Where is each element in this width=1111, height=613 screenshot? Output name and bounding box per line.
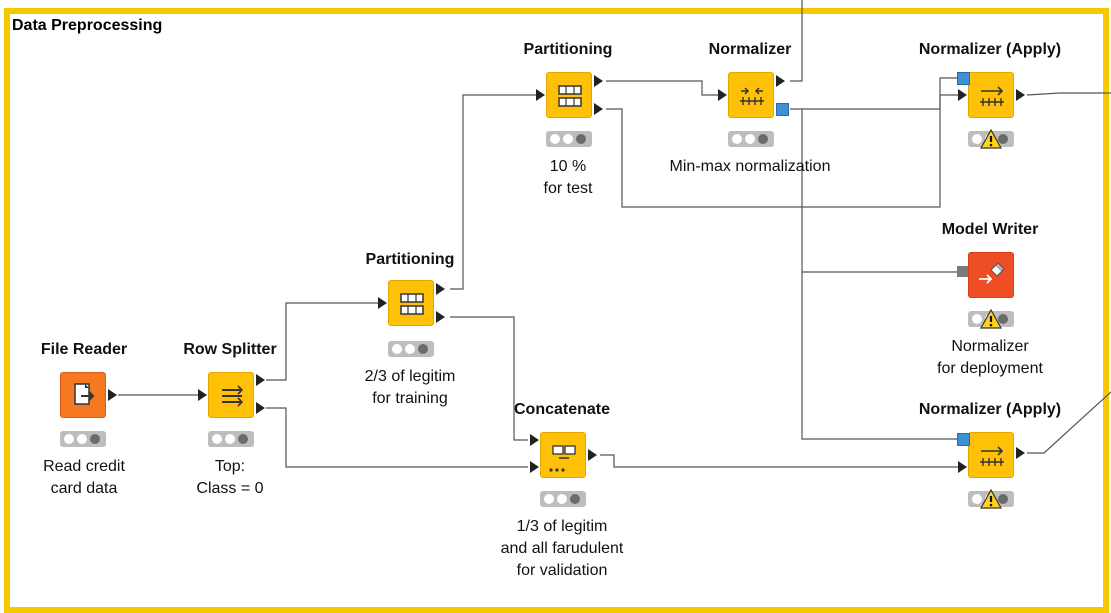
row-splitter-icon[interactable] [208, 372, 254, 418]
node-description: 1/3 of legitim and all farudulent for va… [462, 516, 662, 582]
node-file-reader[interactable]: File Reader Read credit card data [0, 0, 184, 497]
connection-rowsplitter-partitioning1 [266, 302, 378, 381]
output-port-top[interactable] [436, 283, 445, 295]
status-traffic-light [540, 491, 586, 507]
file-reader-icon[interactable] [60, 372, 106, 418]
status-traffic-light [208, 431, 254, 447]
node-title: Normalizer (Apply) [918, 401, 1062, 418]
input-port[interactable] [378, 297, 387, 309]
input-port-top[interactable] [530, 434, 539, 446]
node-normalizer-apply-test[interactable]: Normalizer (Apply) [890, 0, 1090, 149]
connection-partitioning1-partitioning2 [450, 94, 536, 290]
node-title: Partitioning [365, 251, 455, 268]
connection-rowsplitter-concatenate [266, 407, 528, 468]
input-port-bottom[interactable] [530, 461, 539, 473]
output-port[interactable] [108, 389, 117, 401]
description-line: 1/3 of legitim [516, 518, 608, 535]
description-line: 2/3 of legitim [364, 368, 456, 385]
input-port[interactable] [198, 389, 207, 401]
connection-partitioning2-normalizerapply1 [606, 94, 958, 208]
node-title: Concatenate [513, 401, 611, 418]
normalizer-icon[interactable] [728, 72, 774, 118]
annotation-title: Data Preprocessing [12, 17, 163, 34]
status-traffic-light [546, 131, 592, 147]
normalizer-apply-icon[interactable] [968, 432, 1014, 478]
node-description: Min-max normalization [650, 156, 850, 178]
node-title: Partitioning [523, 41, 613, 58]
input-port-model[interactable] [957, 266, 968, 277]
input-port-model[interactable] [957, 72, 970, 85]
node-row-splitter[interactable]: Row Splitter Top: Class = 0 [130, 0, 330, 497]
connection-normalizerapply1-offscreen [1026, 92, 1111, 96]
normalizer-apply-icon[interactable] [968, 72, 1014, 118]
output-port-top[interactable] [594, 75, 603, 87]
warning-icon [980, 489, 1002, 509]
node-title: Normalizer (Apply) [918, 41, 1062, 58]
input-port-model[interactable] [957, 433, 970, 446]
node-description: Top: Class = 0 [130, 456, 330, 500]
node-partitioning-test[interactable]: Partitioning 10 % for test [468, 0, 668, 197]
input-port[interactable] [536, 89, 545, 101]
description-line: card data [50, 480, 118, 497]
warning-icon [980, 129, 1002, 149]
description-line: for validation [516, 562, 608, 579]
annotation-frame [4, 8, 1109, 613]
description-line: Min-max normalization [669, 158, 831, 175]
output-port-data[interactable] [776, 75, 785, 87]
output-port[interactable] [588, 449, 597, 461]
node-partitioning-training[interactable]: Partitioning 2/3 of legitim for training [310, 0, 510, 407]
output-port-bottom[interactable] [436, 311, 445, 323]
input-port[interactable] [718, 89, 727, 101]
node-normalizer-apply-validation[interactable]: Normalizer (Apply) [890, 0, 1090, 509]
node-title: Model Writer [941, 221, 1039, 238]
description-line: for training [372, 390, 448, 407]
description-line: Top: [214, 458, 246, 475]
output-port-top[interactable] [256, 374, 265, 386]
connection-partitioning2-normalizer [606, 80, 718, 96]
node-normalizer[interactable]: Normalizer Min-max normalization [650, 0, 850, 175]
description-line: Normalizer [951, 338, 1029, 355]
input-port-data[interactable] [958, 89, 967, 101]
model-writer-icon[interactable] [968, 252, 1014, 298]
node-concatenate[interactable]: Concatenate 1/3 of legitim and all farud… [462, 0, 662, 579]
node-title: File Reader [40, 341, 128, 358]
connection-normalizer-apply2-model [801, 272, 958, 440]
node-description: 2/3 of legitim for training [310, 366, 510, 410]
description-line: Class = 0 [196, 480, 264, 497]
status-traffic-light [60, 431, 106, 447]
description-line: and all farudulent [500, 540, 624, 557]
description-line: for deployment [937, 360, 1043, 377]
node-description: Read credit card data [0, 456, 184, 500]
description-line: for test [543, 180, 593, 197]
connection-partitioning1-concatenate [450, 316, 528, 441]
partitioning-icon[interactable] [388, 280, 434, 326]
node-description: 10 % for test [468, 156, 668, 200]
node-title: Normalizer [708, 41, 792, 58]
node-title: Row Splitter [183, 341, 277, 358]
node-model-writer[interactable]: Model Writer Normalizer for deployment [890, 0, 1090, 377]
output-port[interactable] [1016, 447, 1025, 459]
status-traffic-light [728, 131, 774, 147]
connection-normalizer-apply1-model [790, 77, 958, 110]
input-port-data[interactable] [958, 461, 967, 473]
status-traffic-light [388, 341, 434, 357]
connection-normalizer-modelwriter [801, 109, 958, 273]
concatenate-icon[interactable] [540, 432, 586, 478]
output-port[interactable] [1016, 89, 1025, 101]
connection-normalizer-offscreen [790, 0, 803, 82]
description-line: 10 % [549, 158, 587, 175]
output-port-bottom[interactable] [594, 103, 603, 115]
output-port-bottom[interactable] [256, 402, 265, 414]
connection-normalizerapply2-offscreen [1027, 391, 1111, 454]
node-description: Normalizer for deployment [890, 336, 1090, 380]
warning-icon [980, 309, 1002, 329]
partitioning-icon[interactable] [546, 72, 592, 118]
description-line: Read credit [43, 458, 125, 475]
output-port-model[interactable] [776, 103, 789, 116]
connection-concatenate-normalizerapply2 [600, 454, 958, 468]
